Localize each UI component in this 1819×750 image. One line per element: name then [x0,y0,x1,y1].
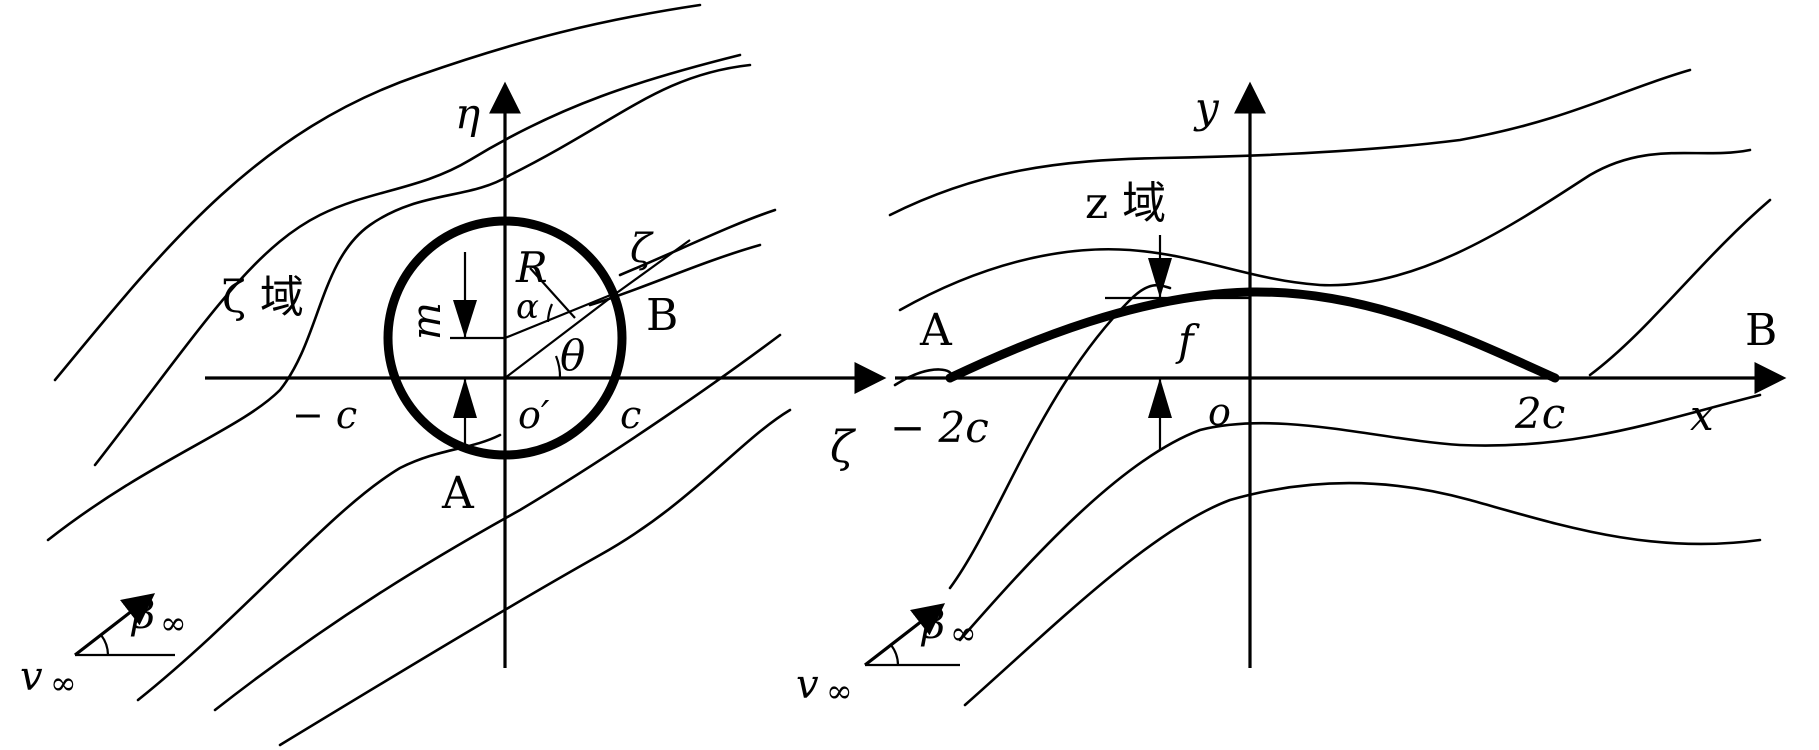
angle-theta-arc [554,355,562,379]
z-origin-label: o [1208,390,1231,434]
radius-label: R [515,243,548,292]
z-v-sub: ∞ [826,672,853,710]
m-upper-arrowhead [453,300,477,338]
zeta-origin-label: o′ [518,393,550,437]
z-region-label: z 域 [1085,178,1166,229]
zeta-domain-panel: ζ 域 η ζ ζ R α θ B A m o′ − c c v ∞ β ∞ [20,3,887,747]
angle-alpha-arc [546,303,554,323]
zeta-v-label: v [20,654,43,700]
zeta-beta-sub: ∞ [160,604,187,642]
eta-axis-label: η [455,89,480,138]
zeta-beta-label: β [130,592,155,638]
z-streamline-1 [888,68,1692,217]
z-streamline-6 [958,393,1762,642]
z-v-label: v [796,662,819,708]
z-streamline-2 [898,148,1752,312]
tangent-extension-line [617,239,691,293]
z-beta-arc [890,644,900,666]
zeta-streamline-6 [213,333,782,712]
zeta-region-label: ζ 域 [222,272,304,323]
z-neg-2c-label: − 2c [890,403,989,452]
zeta-streamline-5 [618,208,777,277]
point-a-zeta: A [441,468,475,519]
zeta-neg-c-label: − c [292,393,357,437]
cambered-plate [945,287,1560,383]
zeta-freestream-arrow [74,593,156,657]
zeta-streamline-7 [278,408,792,747]
z-domain-panel: z 域 y x A B f o − 2c 2c v ∞ β ∞ [796,68,1787,710]
camber-upper-arrowhead [1148,258,1172,298]
zeta-pos-c-label: c [620,393,641,437]
z-streamlines [888,68,1772,707]
radius-tick-line [529,267,576,319]
circle-zeta-label: ζ [630,226,654,272]
z-streamline-5 [1588,198,1772,377]
zeta-streamline-2 [93,53,742,467]
z-streamline-4 [948,283,1172,590]
camber-f-label: f [1175,316,1200,365]
point-b-zeta: B [646,290,678,341]
z-pos-2c-label: 2c [1514,389,1565,438]
zeta-v-sub: ∞ [50,664,77,702]
zeta-circle [383,216,627,460]
radius-line [504,290,619,340]
z-beta-sub: ∞ [950,614,977,652]
theta-label: θ [560,331,585,380]
z-beta-label: β [920,602,945,648]
zeta-streamlines [46,3,792,747]
zeta-axis-label: ζ [830,422,857,473]
zeta-streamline-1 [53,3,702,382]
x-axis-label: x [1690,391,1714,440]
z-freestream-arrow [864,603,946,667]
point-b-z: B [1745,305,1777,356]
zeta-beta-arc [100,634,110,656]
m-offset-label: m [404,302,450,340]
alpha-label: α [516,287,539,327]
zeta-streamline-3 [46,63,752,542]
point-a-z: A [919,305,953,356]
chord-line-to-b [504,291,619,379]
y-axis-label: y [1193,83,1220,132]
camber-lower-arrowhead [1148,378,1172,418]
z-streamline-7 [963,481,1762,707]
m-lower-arrowhead [453,378,477,418]
